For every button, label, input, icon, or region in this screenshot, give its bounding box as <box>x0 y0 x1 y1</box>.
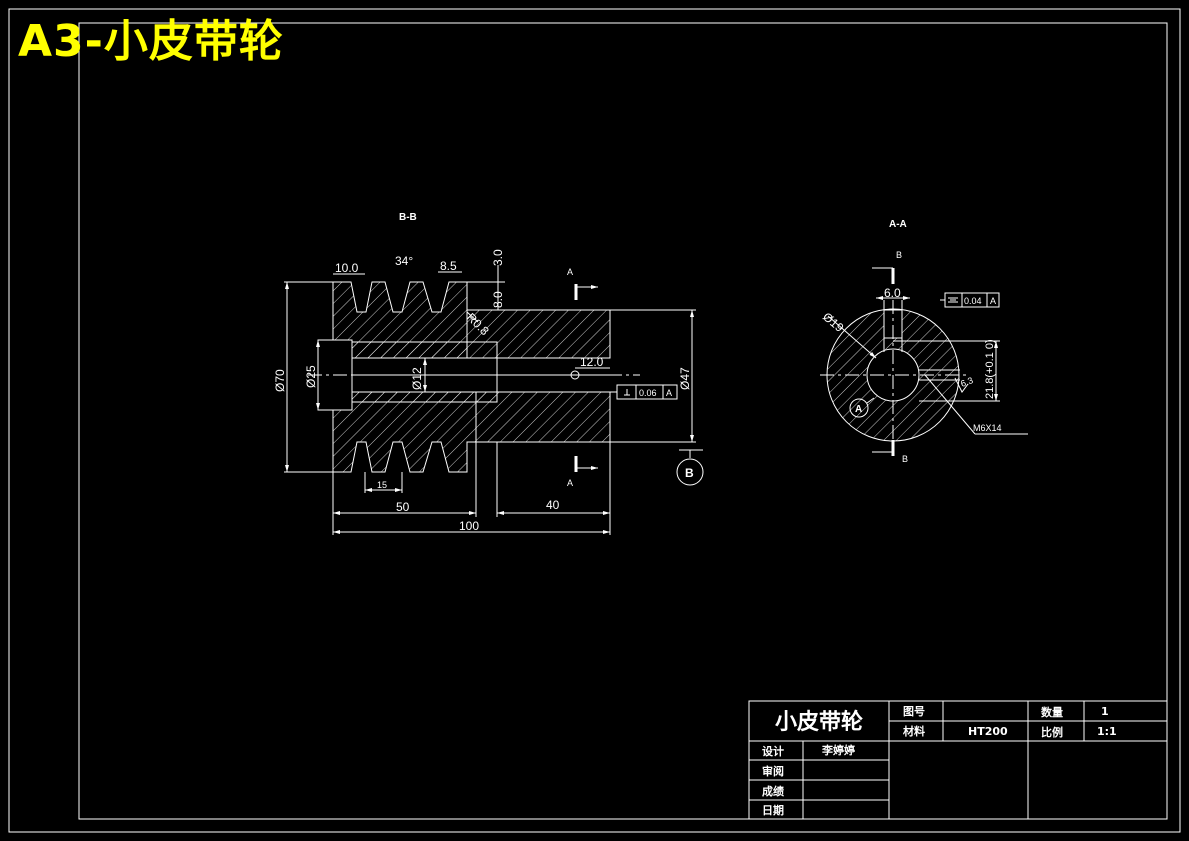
dim-depth-groove: 8.0 <box>491 291 505 308</box>
dim-bore-dia: Ø12 <box>410 367 424 390</box>
qty-label: 数量 <box>1041 705 1063 719</box>
cut-b-bottom: B <box>902 454 908 464</box>
design-label: 设计 <box>762 744 784 758</box>
dim-depth-top: 3.0 <box>491 249 505 266</box>
datum-b-letter: B <box>685 466 694 480</box>
page-title: A3-小皮带轮 <box>18 16 284 67</box>
tol-sym-datum: A <box>990 296 996 306</box>
dim-groove-width: 10.0 <box>335 261 359 275</box>
grade-label: 成绩 <box>762 784 784 798</box>
dim-aa-dia: Ø19 <box>820 310 847 336</box>
dim-key-width: 6.0 <box>884 286 901 300</box>
drawing-no-label: 图号 <box>903 705 925 718</box>
qty-value: 1 <box>1101 705 1109 718</box>
date-label: 日期 <box>762 803 784 817</box>
inner-border <box>78 22 1168 820</box>
datum-a-letter: A <box>855 404 862 415</box>
dim-len-pulley: 50 <box>396 500 410 514</box>
dim-hole-pos: 12.0 <box>580 355 604 369</box>
dim-hub-dia: Ø25 <box>304 365 318 388</box>
cut-a-top: A <box>567 267 573 277</box>
cut-a-bottom: A <box>567 478 573 488</box>
section-aa-label: A-A <box>889 219 907 230</box>
tol-perp-datum: A <box>666 388 672 398</box>
designer-name: 李婷婷 <box>821 743 855 757</box>
title-block <box>748 700 1168 820</box>
section-bb-view <box>284 265 704 535</box>
outer-border <box>8 8 1181 833</box>
scale-label: 比例 <box>1041 725 1063 739</box>
cut-b-top: B <box>896 250 902 260</box>
roughness-value: 6.3 <box>959 375 974 389</box>
datum-a-symbol <box>849 398 869 418</box>
section-aa-view <box>820 267 1028 456</box>
dim-fillet: R0.8 <box>464 310 492 338</box>
section-bb-label: B-B <box>399 212 417 223</box>
material-label: 材料 <box>903 724 925 738</box>
dim-len-total: 100 <box>459 519 479 533</box>
dim-groove-angle: 34° <box>395 254 413 268</box>
dim-pitch: 15 <box>377 480 387 490</box>
datum-b-symbol <box>676 458 704 486</box>
dim-groove-top: 8.5 <box>440 259 457 273</box>
part-name: 小皮带轮 <box>775 709 863 735</box>
dim-key-depth: 21.8(+0.1 0) <box>984 339 996 399</box>
thread-spec: M6X14 <box>973 423 1002 433</box>
hole-marker <box>570 370 580 380</box>
tol-sym-value: 0.04 <box>964 296 982 306</box>
material-value: HT200 <box>968 725 1008 738</box>
dim-shaft-dia: Ø47 <box>678 367 692 390</box>
dim-outer-dia: Ø70 <box>273 369 287 392</box>
scale-value: 1:1 <box>1097 725 1117 738</box>
tol-perp-value: 0.06 <box>639 388 657 398</box>
dim-len-hub: 40 <box>546 498 560 512</box>
review-label: 审阅 <box>762 764 784 778</box>
